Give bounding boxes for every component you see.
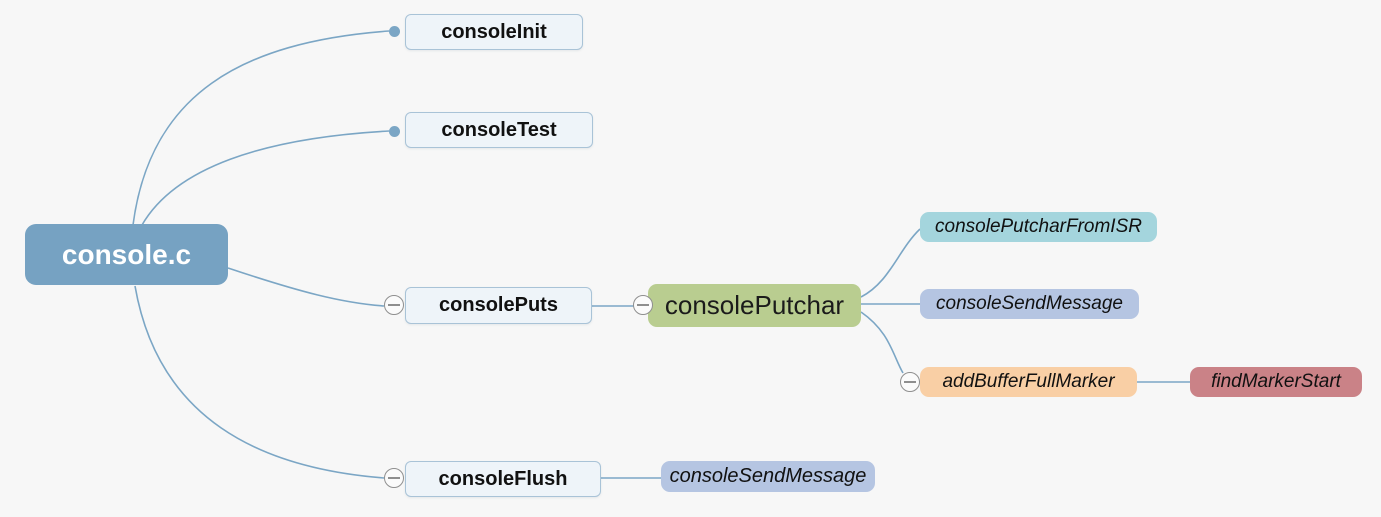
edge-console-c-to-consoletest	[141, 130, 390, 226]
node-consoleputchar-label: consolePutchar	[664, 290, 845, 320]
branch-endpoint-dot	[389, 26, 400, 37]
node-consolesendmessage-lower-label: consoleSendMessage	[669, 465, 867, 487]
edge-console-c-to-consoleflush	[134, 285, 385, 479]
node-consoletest[interactable]: consoleTest	[405, 112, 593, 148]
node-consolesendmessage-lower[interactable]: consoleSendMessage	[661, 461, 875, 492]
node-consoleputchar[interactable]: consolePutchar	[648, 284, 861, 327]
node-console-c[interactable]: console.c	[25, 224, 228, 285]
node-consolesendmessage-upper-label: consoleSendMessage	[936, 293, 1123, 314]
node-consoleflush-label: consoleFlush	[438, 467, 568, 490]
node-consoleputs-label: consolePuts	[439, 294, 558, 316]
edge-console-c-to-consoleputs	[227, 267, 385, 307]
node-consoleinit[interactable]: consoleInit	[405, 14, 583, 50]
node-console-c-label: console.c	[61, 238, 192, 270]
branch-endpoint-dot	[389, 126, 400, 137]
node-consoleputs[interactable]: consolePuts	[405, 287, 592, 324]
collapse-minus-icon-addbufferfullmarker[interactable]	[900, 372, 920, 392]
node-addbufferfullmarker-label: addBufferFullMarker	[942, 371, 1115, 392]
node-consoleputcharfromisr-label: consolePutcharFromISR	[935, 216, 1142, 237]
node-consoleputcharfromisr[interactable]: consolePutcharFromISR	[920, 212, 1157, 242]
node-findmarkerstart[interactable]: findMarkerStart	[1190, 367, 1362, 397]
collapse-minus-icon-consoleflush[interactable]	[384, 468, 404, 488]
node-consoletest-label: consoleTest	[441, 118, 557, 141]
edge-consoleputchar-to-consoleputcharfromisr	[860, 228, 921, 298]
edge-console-c-to-consoleinit	[132, 30, 390, 226]
node-consoleflush[interactable]: consoleFlush	[405, 461, 601, 497]
edge-consoleputchar-to-addbufferfullmarker	[860, 311, 904, 374]
collapse-minus-icon-consoleputchar[interactable]	[633, 295, 653, 315]
node-consoleinit-label: consoleInit	[441, 20, 547, 43]
collapse-minus-icon-consoleputs[interactable]	[384, 295, 404, 315]
node-findmarkerstart-label: findMarkerStart	[1211, 371, 1341, 392]
node-addbufferfullmarker[interactable]: addBufferFullMarker	[920, 367, 1137, 397]
node-consolesendmessage-upper[interactable]: consoleSendMessage	[920, 289, 1139, 319]
